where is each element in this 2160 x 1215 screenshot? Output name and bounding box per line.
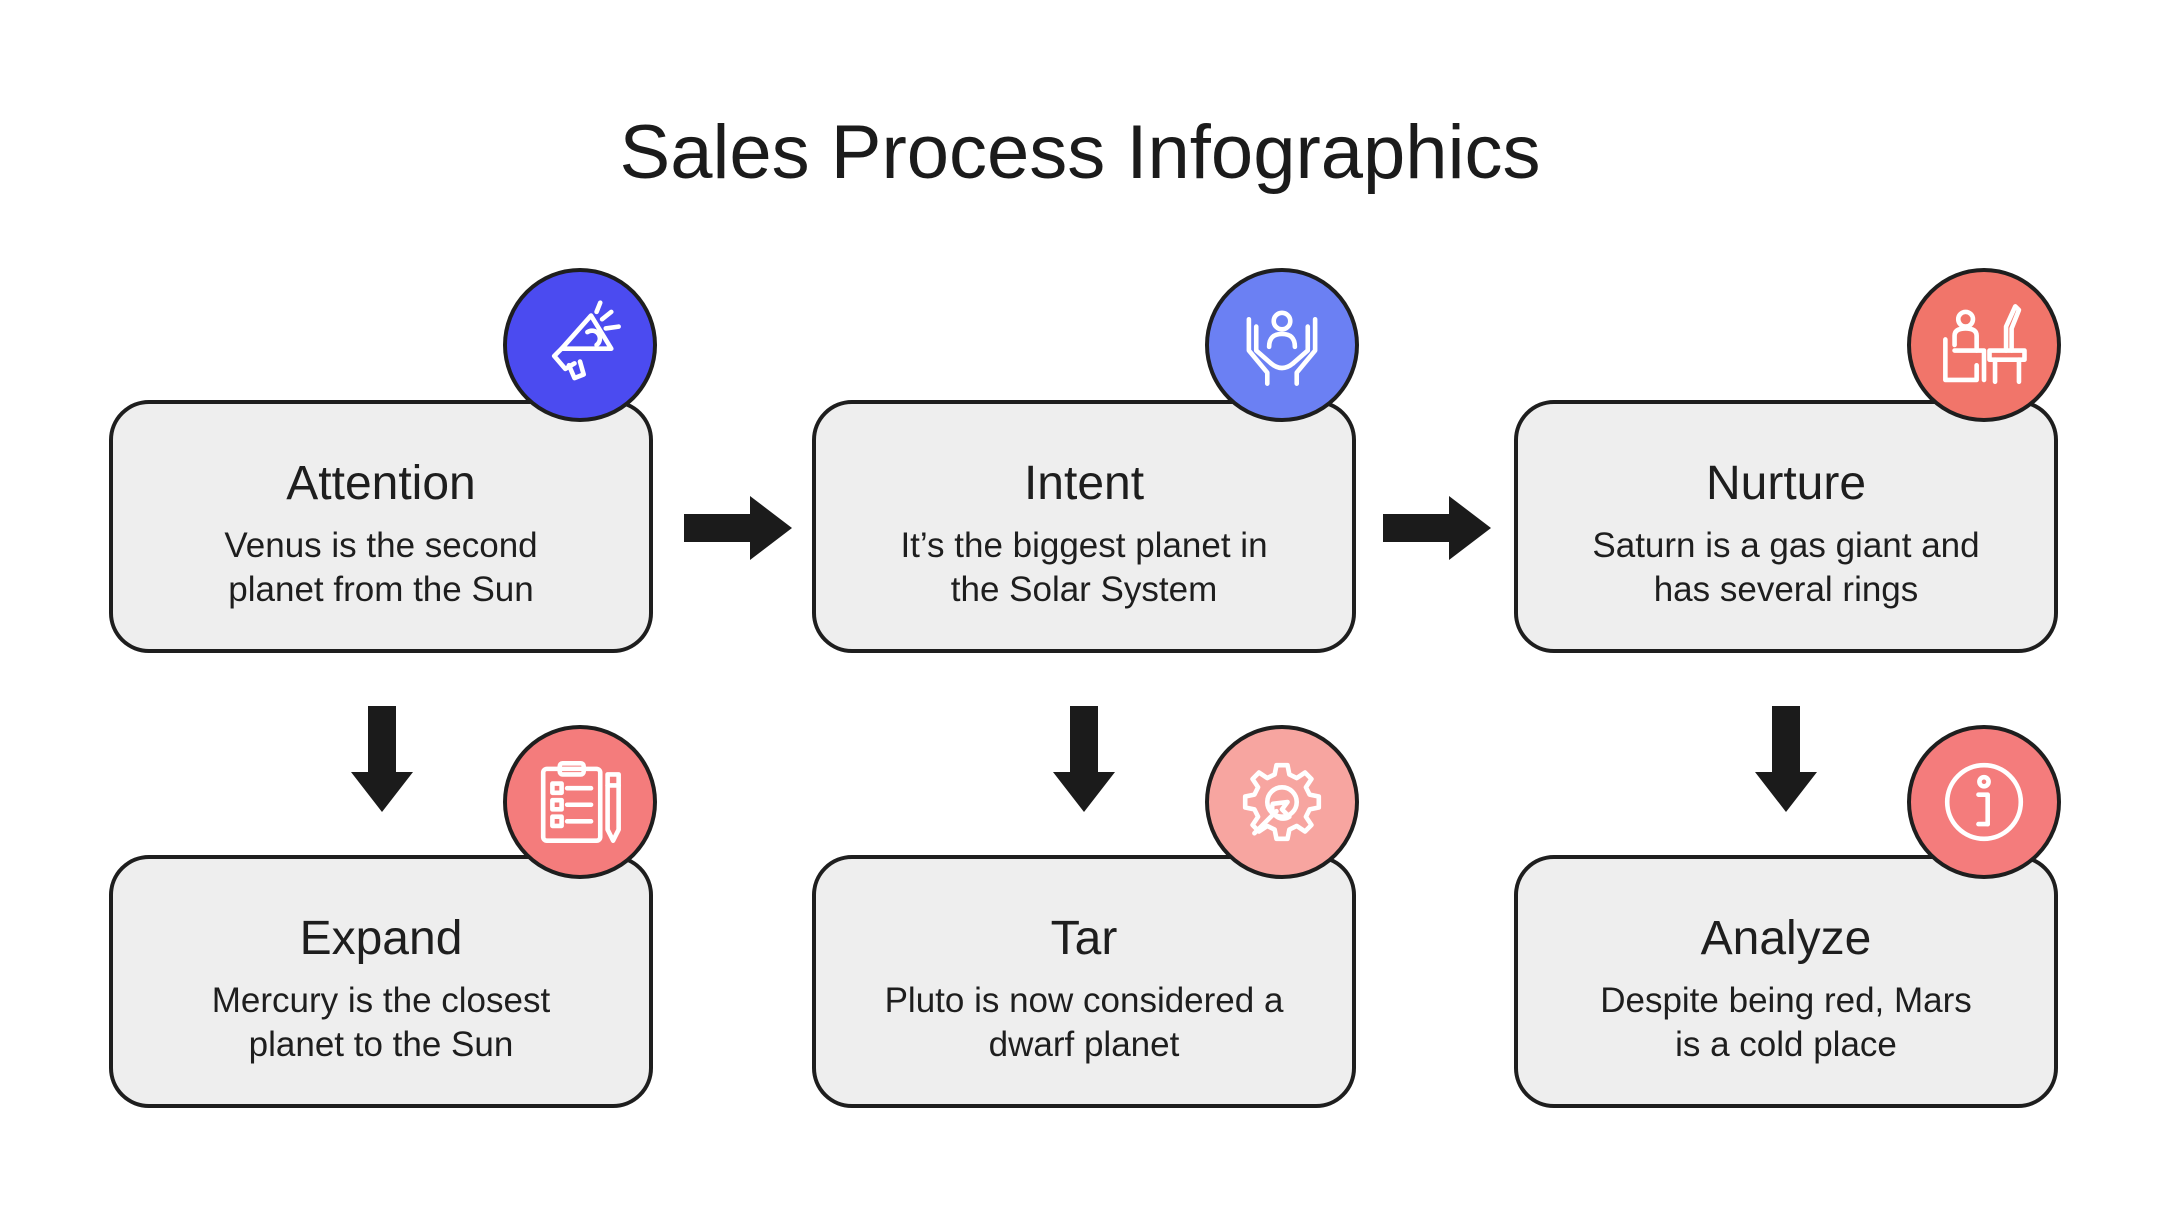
hands-care-icon (1246, 310, 1318, 386)
step-description-line: It’s the biggest planet in (900, 526, 1268, 565)
step-description-line: Despite being red, Mars (1600, 981, 1972, 1020)
step-description: Pluto is now considered a dwarf planet (856, 979, 1312, 1067)
arrow-down-icon (1053, 706, 1115, 812)
step-title: Tar (1050, 912, 1118, 965)
step-title: Expand (299, 912, 463, 965)
info-icon (1944, 762, 2024, 842)
step-description-line: Pluto is now considered a (884, 981, 1284, 1020)
arrow-down-icon (351, 706, 413, 812)
arrow-right-icon (1383, 496, 1491, 560)
step-description-line: has several rings (1653, 570, 1919, 609)
badge-intent (1205, 268, 1359, 422)
step-title: Attention (286, 457, 476, 510)
step-tar-box: Tar Pluto is now considered a dwarf plan… (812, 855, 1356, 1108)
step-description: Mercury is the closest planet to the Sun (153, 979, 609, 1067)
step-description-line: dwarf planet (988, 1025, 1180, 1064)
badge-nurture (1907, 268, 2061, 422)
page-title: Sales Process Infographics (619, 110, 1541, 195)
step-title: Nurture (1705, 457, 1867, 510)
step-description-line: the Solar System (950, 570, 1218, 609)
step-description: It’s the biggest planet in the Solar Sys… (856, 524, 1312, 612)
step-nurture-box: Nurture Saturn is a gas giant and has se… (1514, 400, 2058, 653)
step-description-line: Mercury is the closest (211, 981, 551, 1020)
badge-expand (503, 725, 657, 879)
arrow-right-icon (684, 496, 792, 560)
badge-attention (503, 268, 657, 422)
megaphone-icon (551, 300, 621, 381)
badge-tar (1205, 725, 1359, 879)
step-attention-box: Attention Venus is the second planet fro… (109, 400, 653, 653)
gear-wrench-icon (1242, 762, 1322, 842)
step-intent-box: Intent It’s the biggest planet in the So… (812, 400, 1356, 653)
clipboard-checklist-icon (540, 761, 621, 843)
step-description-line: Venus is the second (224, 526, 538, 565)
step-description: Venus is the second planet from the Sun (153, 524, 609, 612)
step-description: Saturn is a gas giant and has several ri… (1558, 524, 2014, 612)
step-description-line: planet from the Sun (228, 570, 534, 609)
step-title: Intent (1023, 457, 1145, 510)
presenter-desk-icon (1943, 304, 2027, 385)
step-description-line: planet to the Sun (248, 1025, 514, 1064)
step-title: Analyze (1700, 912, 1872, 965)
step-analyze-box: Analyze Despite being red, Mars is a col… (1514, 855, 2058, 1108)
step-expand-box: Expand Mercury is the closest planet to … (109, 855, 653, 1108)
step-description-line: Saturn is a gas giant and (1592, 526, 1980, 565)
badge-analyze (1907, 725, 2061, 879)
arrow-down-icon (1755, 706, 1817, 812)
step-description-line: is a cold place (1675, 1025, 1897, 1064)
step-description: Despite being red, Mars is a cold place (1558, 979, 2014, 1067)
